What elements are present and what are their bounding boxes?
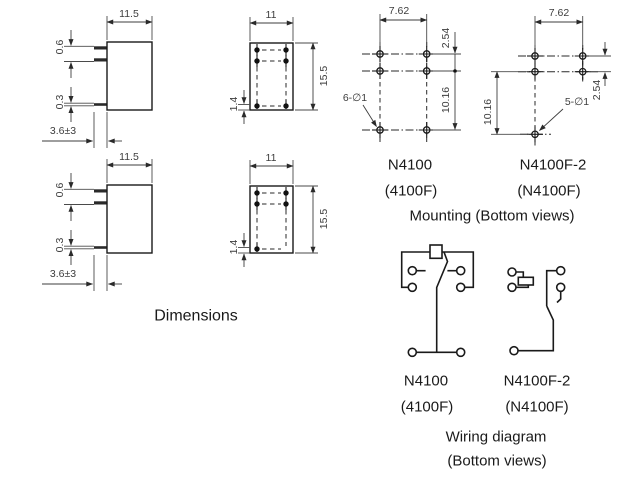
wiring-model-b: N4100F-2 [504,373,571,390]
relay-body-side [106,184,153,254]
dim-body-width-bottom: 11 [266,152,277,164]
mounting-labels: N4100 (4100F) N4100F-2 (N4100F) Mounting… [385,157,587,225]
coil-symbol [517,276,535,286]
terminal [407,282,418,293]
wiring-caption-line2: (Bottom views) [447,453,546,470]
dim-body-width-side: 11.5 [119,151,139,163]
dim-pin-length: 3.6±3 [50,125,76,137]
wiring-labels: N4100 (4100F) N4100F-2 (N4100F) Wiring d… [401,373,571,470]
mounting-model-a-alt: (4100F) [385,183,438,200]
side-view-5pin: 11.5 0.6 0.3 3.6±3 [42,151,153,291]
coil-symbol [429,244,443,260]
dim-pin-inset: 1.4 [228,240,240,255]
terminal [455,265,466,276]
mounting-caption: Mounting (Bottom views) [409,208,574,225]
dim-hole-pitch-y-large: 10.16 [482,99,494,125]
mounting-view-n4100f2: 7.62 2.54 10.16 5-∅1 [482,7,611,146]
mounting-holes-6 [372,46,435,138]
mounting-model-a: N4100 [388,157,432,174]
terminal [555,282,566,293]
bottom-view-5pin: 11 15.5 1.4 [228,152,330,267]
dim-hole-pitch-y-large: 10.16 [440,87,452,113]
wiring-diagram-n4100 [400,244,475,358]
switch-armature [435,251,449,353]
dim-body-height-bottom: 15.5 [318,209,330,230]
dim-pin-length: 3.6±3 [50,268,76,280]
terminal [455,347,466,358]
mounting-holes-5 [527,48,591,143]
dim-hole-pitch-x: 7.62 [549,7,570,19]
wiring-model-b-alt: (N4100F) [505,399,568,416]
terminal [407,265,418,276]
relay-body-side [106,41,153,111]
hole-count-label-5: 5-∅1 [565,96,589,108]
side-view-6pin: 11.5 0.6 0.3 3.6±3 [42,8,153,148]
bottom-view-6pin: 11 15.5 1.4 [228,9,330,124]
switch-armature [518,305,555,352]
dim-pin-thickness-upper: 0.6 [54,183,66,198]
hole-count-label-6: 6-∅1 [343,92,367,104]
wiring-model-a-alt: (4100F) [401,399,454,416]
wiring-caption-line1: Wiring diagram [446,429,547,446]
terminal [507,282,517,293]
wiring-diagram-n4100f2 [507,265,566,356]
dim-pin-thickness-lower: 0.3 [54,238,66,253]
mounting-view-n4100: 7.62 2.54 10.16 6-∅1 [343,5,461,142]
pin-dots-6 [254,44,289,109]
dim-hole-pitch-x: 7.62 [389,5,410,17]
dim-body-width-side: 11.5 [119,8,139,20]
wiring-model-a: N4100 [404,373,448,390]
dim-pin-thickness-upper: 0.6 [54,40,66,55]
dim-pin-inset: 1.4 [228,97,240,112]
terminal [407,347,418,358]
dim-body-width-bottom: 11 [266,9,277,21]
dimensions-section-title: Dimensions [154,308,238,325]
mounting-model-b: N4100F-2 [520,157,587,174]
mounting-model-b-alt: (N4100F) [517,183,580,200]
pin-dots-5 [254,187,289,252]
terminal [455,282,466,293]
dim-pin-thickness-lower: 0.3 [54,95,66,110]
terminal [509,345,519,356]
dim-body-height-bottom: 15.5 [318,66,330,87]
dim-hole-pitch-y-small: 2.54 [440,28,452,49]
terminal [555,265,566,276]
terminal [507,267,517,277]
dim-hole-pitch-y-small: 2.54 [591,80,603,101]
